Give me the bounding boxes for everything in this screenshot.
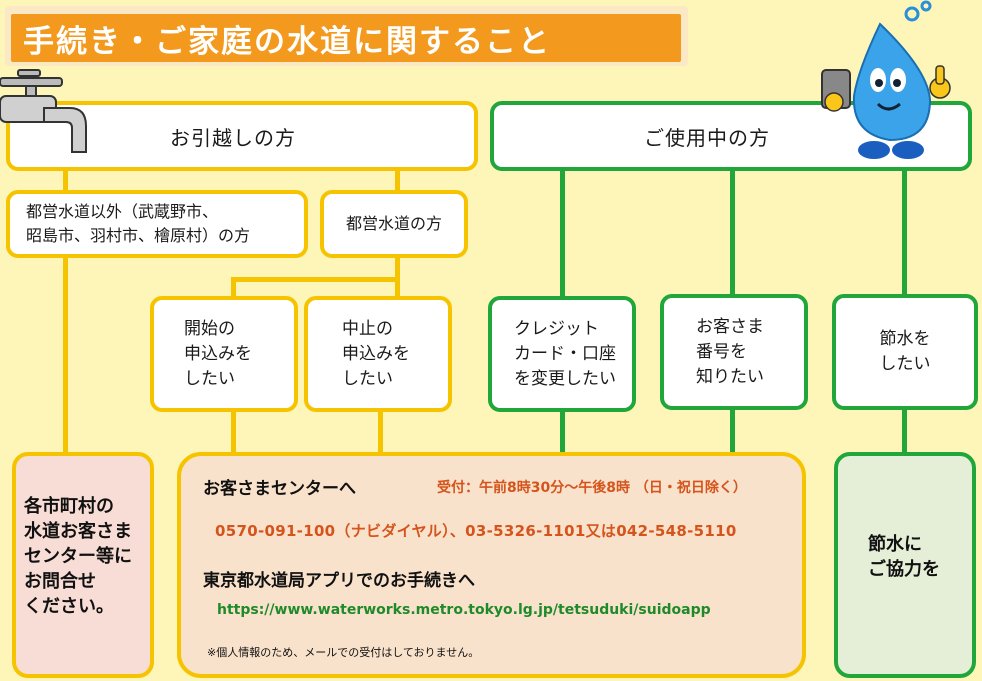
connector [378, 408, 383, 454]
connector [730, 168, 735, 296]
connector [395, 170, 400, 194]
water-saving-text: 節水に ご協力を [868, 534, 940, 580]
privacy-note: ※個人情報のため、メールでの受付はしておりません。 [207, 646, 480, 659]
municipal-contact-panel: 各市町村の 水道お客さま センター等に お問合せ ください。 [12, 452, 154, 678]
page-title: 手続き・ご家庭の水道に関すること [23, 23, 551, 60]
faucet-icon [0, 69, 87, 153]
tokyo-waterworks-label: 都営水道の方 [345, 214, 442, 233]
connector [560, 408, 565, 454]
change-payment-label: クレジット カード・口座 を変更したい [514, 318, 616, 389]
connector [63, 170, 68, 194]
title-banner-inner: 手続き・ご家庭の水道に関すること [11, 14, 681, 62]
connector [560, 168, 565, 298]
connector [231, 277, 400, 282]
phone-numbers: 0570-091-100（ナビダイヤル）、03-5326-1101又は042-5… [215, 522, 737, 540]
save-water-box: 節水を したい [832, 294, 978, 410]
in-use-header-label: ご使用中の方 [644, 125, 770, 150]
app-procedure-heading: 東京都水道局アプリでのお手続きへ [203, 571, 475, 591]
save-water-label: 節水を したい [879, 329, 931, 374]
non-tokyo-waterworks-label: 都営水道以外（武蔵野市、 昭島市、羽村市、檜原村）の方 [26, 202, 251, 245]
non-tokyo-waterworks-box: 都営水道以外（武蔵野市、 昭島市、羽村市、檜原村）の方 [6, 190, 308, 258]
water-drop-mascot-icon [821, 0, 951, 159]
municipal-contact-text: 各市町村の 水道お客さま センター等に お問合せ ください。 [24, 496, 132, 617]
customer-center-heading: お客さまセンターへ [203, 479, 356, 499]
connector [63, 255, 68, 453]
stop-application-box: 中止の 申込みを したい [304, 296, 452, 412]
customer-number-label: お客さま 番号を 知りたい [696, 316, 764, 387]
reception-hours: 受付：午前8時30分～午後8時 （日・祝日除く） [437, 480, 747, 496]
connector [231, 277, 236, 299]
customer-number-box: お客さま 番号を 知りたい [660, 294, 808, 410]
change-payment-box: クレジット カード・口座 を変更したい [488, 296, 636, 412]
connector [730, 408, 735, 454]
start-application-box: 開始の 申込みを したい [150, 296, 298, 412]
tokyo-waterworks-box: 都営水道の方 [320, 190, 468, 258]
moving-header-label: お引越しの方 [170, 125, 296, 150]
customer-center-panel: お客さまセンターへ 受付：午前8時30分～午後8時 （日・祝日除く） 0570-… [177, 452, 806, 678]
start-application-label: 開始の 申込みを したい [184, 318, 252, 389]
connector [902, 408, 907, 454]
app-url-link[interactable]: https://www.waterworks.metro.tokyo.lg.jp… [217, 602, 711, 618]
connector [902, 168, 907, 296]
stop-application-label: 中止の 申込みを したい [342, 318, 410, 389]
water-saving-panel: 節水に ご協力を [834, 452, 976, 678]
connector [231, 408, 236, 454]
